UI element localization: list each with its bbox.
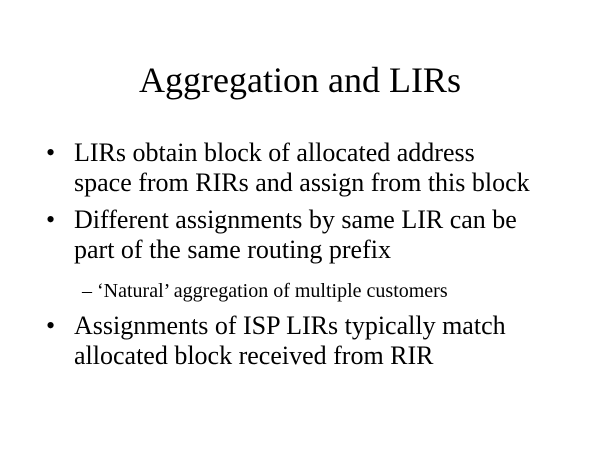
bullet-icon: • [46, 311, 56, 340]
slide-title: Aggregation and LIRs [139, 60, 461, 100]
bullet-text: LIRs obtain block of allocated address [74, 138, 475, 167]
bullet-icon: • [46, 205, 56, 234]
bullet-text: Different assignments by same LIR can be [74, 205, 517, 234]
bullet-text: Assignments of ISP LIRs typically match [74, 311, 506, 340]
bullet-text: space from RIRs and assign from this blo… [74, 168, 530, 197]
bullet-icon: • [46, 138, 56, 167]
bullet-text: part of the same routing prefix [74, 235, 391, 264]
bullet-text: allocated block received from RIR [74, 341, 434, 370]
sub-bullet: – ‘Natural’ aggregation of multiple cust… [82, 280, 448, 302]
